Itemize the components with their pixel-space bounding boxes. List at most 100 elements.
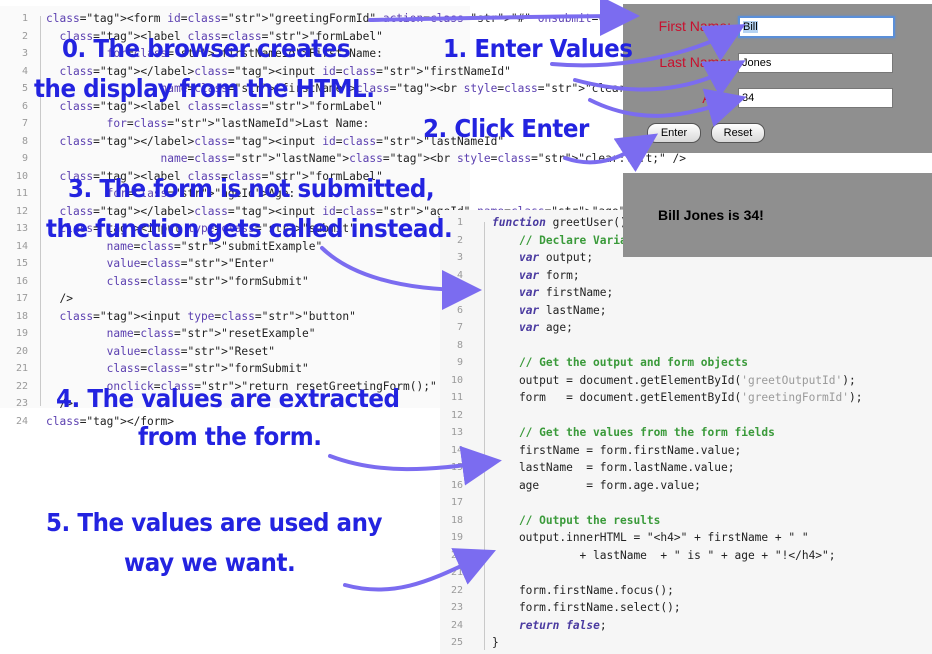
line-number: 6 — [21, 100, 28, 112]
step2-annotation: 2. Click Enter — [423, 114, 589, 143]
code-line: 16 age = form.age.value; — [440, 477, 932, 495]
code-line: 23 /> — [0, 395, 470, 413]
line-number: 1 — [456, 217, 463, 228]
code-text: name=class="str">"lastName">class="tag">… — [160, 152, 686, 165]
code-text: var output; — [518, 251, 594, 264]
code-text: class="tag"><input type=class="str">"but… — [59, 309, 356, 323]
code-line: 4 var form; — [440, 267, 932, 285]
code-line: 18 class="tag"><input type=class="str">"… — [0, 308, 470, 326]
enter-button[interactable]: Enter — [647, 123, 701, 143]
code-text: output = document.getElementById('greetO… — [492, 373, 856, 387]
step4-annotation-line1: 4. The values are extracted — [56, 384, 400, 413]
code-line: 5 var firstName; — [440, 284, 932, 302]
line-number: 24 — [450, 619, 463, 631]
line-number: 19 — [450, 532, 463, 543]
line-number: 18 — [450, 514, 463, 526]
code-line: 21 — [440, 564, 932, 582]
code-text: value=class="str">"Reset" — [106, 344, 276, 358]
code-line: 3 for=class="str">"firstNameId">First Na… — [0, 45, 470, 63]
code-text: age = form.age.value; — [492, 478, 701, 492]
step0-annotation-line1: 0. The browser creates — [62, 34, 351, 63]
code-line: 9 // Get the output and form objects — [440, 354, 932, 372]
line-number: 10 — [15, 170, 28, 182]
code-text: form.firstName.focus(); — [492, 583, 674, 597]
line-number: 9 — [21, 153, 28, 164]
line-number: 15 — [15, 258, 28, 269]
greeting-output-text: Bill Jones is 34! — [658, 207, 764, 223]
code-line: 20 value=class="str">"Reset" — [0, 343, 470, 361]
code-text: // Get the output and form objects — [492, 356, 748, 369]
line-number: 18 — [15, 310, 28, 322]
code-line: 7 var age; — [440, 319, 932, 337]
code-line: 25} — [440, 634, 932, 652]
age-label: Age: — [702, 90, 731, 106]
line-number: 4 — [21, 65, 28, 77]
line-number: 5 — [456, 287, 463, 298]
reset-button[interactable]: Reset — [711, 123, 765, 143]
code-text: form.firstName.select(); — [492, 601, 681, 614]
last-name-label: Last Name: — [659, 54, 731, 70]
code-text: /> — [46, 397, 73, 410]
line-number: 21 — [15, 363, 28, 374]
step5-annotation-line2: way we want. — [124, 548, 296, 577]
code-line: 7 for=class="str">"lastNameId">Last Name… — [0, 115, 470, 133]
greeting-output-panel: Bill Jones is 34! — [623, 173, 932, 257]
code-line: 21 class=class="str">"formSubmit" — [0, 360, 470, 378]
step5-annotation-line1: 5. The values are used any — [46, 508, 383, 537]
step3-annotation-line1: 3. The form is not submitted, — [68, 174, 435, 203]
code-line: 8 — [440, 337, 932, 355]
line-number: 2 — [456, 234, 463, 246]
code-line: 10 class="tag"><label class=class="str">… — [0, 168, 470, 186]
line-number: 23 — [450, 602, 463, 613]
code-text: output.innerHTML = "<h4>" + firstName + … — [492, 531, 809, 544]
code-line: 24 return false; — [440, 617, 932, 635]
line-number: 17 — [450, 497, 463, 508]
code-text: return false; — [518, 618, 607, 632]
code-text: function greetUser() { — [492, 216, 641, 229]
code-text: // Get the values from the form fields — [492, 426, 775, 439]
line-number: 2 — [21, 30, 28, 42]
line-number: 7 — [456, 322, 463, 333]
line-number: 3 — [21, 48, 28, 59]
code-line: 8 class="tag"></label>class="tag"><input… — [0, 133, 504, 151]
fold-gutter — [40, 16, 41, 406]
first-name-label: First Name: — [658, 18, 731, 34]
code-text: var age; — [518, 321, 573, 334]
code-line: 22 form.firstName.focus(); — [440, 582, 932, 600]
last-name-input[interactable]: Jones — [738, 53, 893, 73]
line-number: 14 — [450, 444, 463, 456]
code-line: 6 class="tag"><label class=class="str">"… — [0, 98, 470, 116]
code-text: class=class="str">"formSubmit" — [106, 274, 309, 288]
line-number: 16 — [15, 275, 28, 287]
line-number: 11 — [450, 392, 463, 403]
line-number: 12 — [15, 205, 28, 217]
step4-annotation-line2: from the form. — [138, 422, 322, 451]
code-line: 11 form = document.getElementById('greet… — [440, 389, 932, 407]
first-name-input[interactable]: Bill — [738, 16, 895, 38]
line-number: 9 — [456, 357, 463, 368]
code-text: class="tag"></label>class="tag"><input i… — [59, 134, 505, 148]
line-number: 20 — [450, 549, 463, 561]
code-text: for=class="str">"firstNameId">First Name… — [106, 47, 383, 60]
code-text: onclick=class="str">"return resetGreetin… — [106, 379, 437, 393]
code-line: 19 output.innerHTML = "<h4>" + firstName… — [440, 529, 932, 547]
code-text: firstName = form.firstName.value; — [492, 443, 742, 457]
line-number: 8 — [456, 339, 463, 351]
code-line: 6 var lastName; — [440, 302, 932, 320]
code-text: var form; — [518, 268, 580, 282]
line-number: 23 — [15, 398, 28, 409]
code-line: 10 output = document.getElementById('gre… — [440, 372, 932, 390]
code-line: 16 class=class="str">"formSubmit" — [0, 273, 470, 291]
line-number: 10 — [450, 374, 463, 386]
code-line: 2 class="tag"><label class=class="str">"… — [0, 28, 470, 46]
age-input[interactable]: 34 — [738, 88, 893, 108]
code-text: + lastName + " is " + age + "!</h4>"; — [492, 548, 836, 562]
code-line: 13 class="tag"><input type=class="str">"… — [0, 220, 470, 238]
line-number: 25 — [450, 637, 463, 648]
code-text: class="tag"><label class=class="str">"fo… — [59, 99, 383, 113]
code-text: lastName = form.lastName.value; — [492, 461, 735, 474]
